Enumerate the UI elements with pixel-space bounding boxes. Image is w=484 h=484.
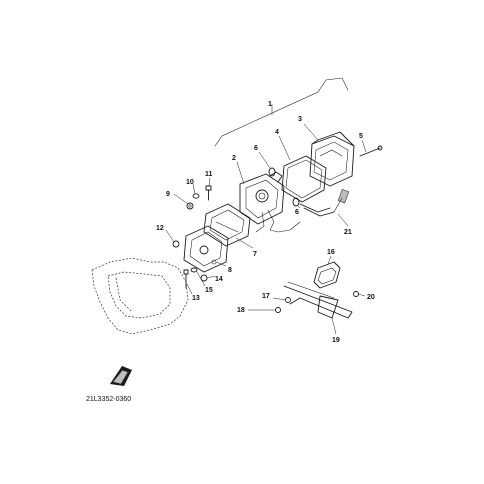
figure-code: 21L3352-0360: [86, 396, 131, 403]
callout-labels: 1 2 3 4 5 6 6 7 8 9 10 11 12 13 14 15 16…: [156, 101, 375, 344]
bulb-part-6-upper: [268, 167, 276, 177]
assembly-bracket-1: [214, 77, 349, 147]
nut-part-9: [186, 202, 194, 210]
callout-6-lower: 6: [295, 209, 299, 216]
callout-3: 3: [298, 116, 302, 123]
direction-arrow-icon: [110, 366, 132, 386]
callout-1: 1: [268, 101, 272, 108]
screw-part-18: [265, 307, 281, 313]
callout-4: 4: [275, 129, 279, 136]
callout-6-upper: 6: [254, 145, 258, 152]
wire-harness-part-21: [299, 189, 350, 217]
callout-16: 16: [327, 249, 335, 256]
nut-part-12: [172, 240, 180, 248]
base-plate-part-7: [203, 203, 251, 247]
callout-9: 9: [166, 191, 170, 198]
screw-part-17: [285, 297, 291, 303]
callout-19: 19: [332, 337, 340, 344]
callout-14: 14: [215, 276, 223, 283]
lens-cover-part-3: [309, 131, 355, 187]
vehicle-body-outline: [91, 257, 189, 335]
callout-17: 17: [262, 293, 270, 300]
callout-13: 13: [192, 295, 200, 302]
screw-part-5: [359, 145, 383, 157]
callout-11: 11: [205, 171, 213, 178]
callout-7: 7: [253, 251, 257, 258]
washer-part-15: [190, 267, 198, 273]
callout-8: 8: [228, 267, 232, 274]
callout-12: 12: [156, 225, 164, 232]
washer-part-10: [192, 193, 200, 199]
bulb-part-6-lower: [292, 197, 300, 207]
bolt-part-11: [205, 185, 212, 201]
callout-5: 5: [359, 133, 363, 140]
callout-15: 15: [205, 287, 213, 294]
license-bracket-part-19: [283, 281, 353, 319]
callout-18: 18: [237, 307, 245, 314]
callout-21: 21: [344, 229, 352, 236]
callout-20: 20: [367, 294, 375, 301]
gasket-part-4: [281, 155, 327, 203]
callout-10: 10: [186, 179, 194, 186]
leader-lines: [165, 123, 367, 335]
license-lamp-part-16: [313, 261, 341, 289]
bracket-part-8: [183, 225, 229, 273]
nut-part-20: [353, 291, 359, 297]
bolt-part-13: [183, 269, 189, 289]
callout-2: 2: [232, 155, 236, 162]
